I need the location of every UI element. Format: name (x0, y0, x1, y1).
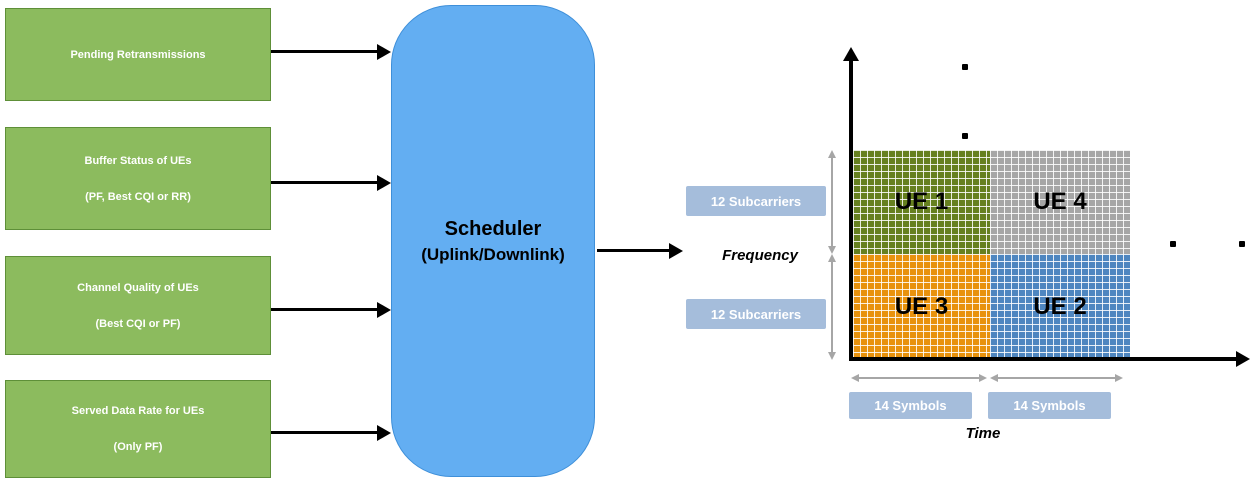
grid-quadrant-ue4: UE 4 (990, 150, 1130, 254)
ue2-label: UE 2 (1033, 292, 1087, 320)
grid-quadrant-ue2: UE 2 (990, 254, 1130, 359)
input-box-subtitle: (PF, Best CQI or RR) (85, 190, 191, 203)
resource-grid-cells (853, 254, 990, 359)
ue3-label: UE 3 (894, 292, 949, 320)
subcarrier-span-arrow-bottom (828, 254, 836, 360)
frequency-axis-line (849, 60, 853, 361)
symbols-badge-left: 14 Symbols (849, 392, 972, 419)
scheduler-title: Scheduler (444, 217, 542, 240)
ellipsis-dot-horizontal (1239, 241, 1245, 247)
grid-quadrant-ue3: UE 3 (853, 254, 990, 359)
ue4-label: UE 4 (1033, 188, 1087, 215)
ellipsis-dot-vertical (962, 133, 968, 139)
subcarriers-badge-bottom: 12 Subcarriers (686, 299, 826, 329)
input-box-subtitle: (Best CQI or PF) (95, 317, 181, 330)
input-box-subtitle: (Only PF) (113, 441, 163, 453)
arrow-served-data-rate-to-scheduler (271, 424, 391, 441)
scheduler-block: Scheduler (Uplink/Downlink) (391, 5, 595, 477)
ellipsis-dot-vertical (962, 64, 968, 70)
ellipsis-dot-horizontal (1170, 241, 1176, 247)
resource-grid-cells (990, 150, 1130, 254)
symbols-badge-right: 14 Symbols (988, 392, 1111, 419)
ue1-label: UE 1 (894, 188, 949, 215)
input-box-served-data-rate: Served Data Rate for UEs (Only PF) (5, 380, 271, 478)
time-axis-line (849, 357, 1237, 361)
time-axis-arrowhead (1236, 351, 1250, 367)
time-axis-label: Time (965, 425, 1001, 442)
input-box-title: Served Data Rate for UEs (71, 405, 205, 417)
input-box-buffer-status: Buffer Status of UEs (PF, Best CQI or RR… (5, 127, 271, 230)
input-box-title: Buffer Status of UEs (84, 154, 192, 167)
frequency-axis-label: Frequency (722, 247, 798, 264)
input-box-title: Channel Quality of UEs (77, 281, 199, 294)
input-box-title: Pending Retransmissions (70, 48, 206, 61)
subcarriers-badge-top: 12 Subcarriers (686, 186, 826, 216)
frequency-axis-arrowhead (843, 47, 859, 61)
resource-grid-cells (853, 150, 990, 254)
scheduler-subtitle: (Uplink/Downlink) (421, 244, 565, 264)
subcarrier-span-arrow-top (828, 150, 836, 254)
resource-grid-cells (990, 254, 1130, 359)
symbol-span-arrow-left (851, 374, 987, 382)
grid-quadrant-ue1: UE 1 (853, 150, 990, 254)
input-box-channel-quality: Channel Quality of UEs (Best CQI or PF) (5, 256, 271, 355)
arrow-buffer-status-to-scheduler (271, 174, 391, 191)
arrow-channel-quality-to-scheduler (271, 301, 391, 318)
arrow-pending-retransmissions-to-scheduler (271, 43, 391, 60)
input-box-pending-retransmissions: Pending Retransmissions (5, 8, 271, 101)
arrow-scheduler-to-grid (597, 242, 683, 259)
symbol-span-arrow-right (990, 374, 1123, 382)
